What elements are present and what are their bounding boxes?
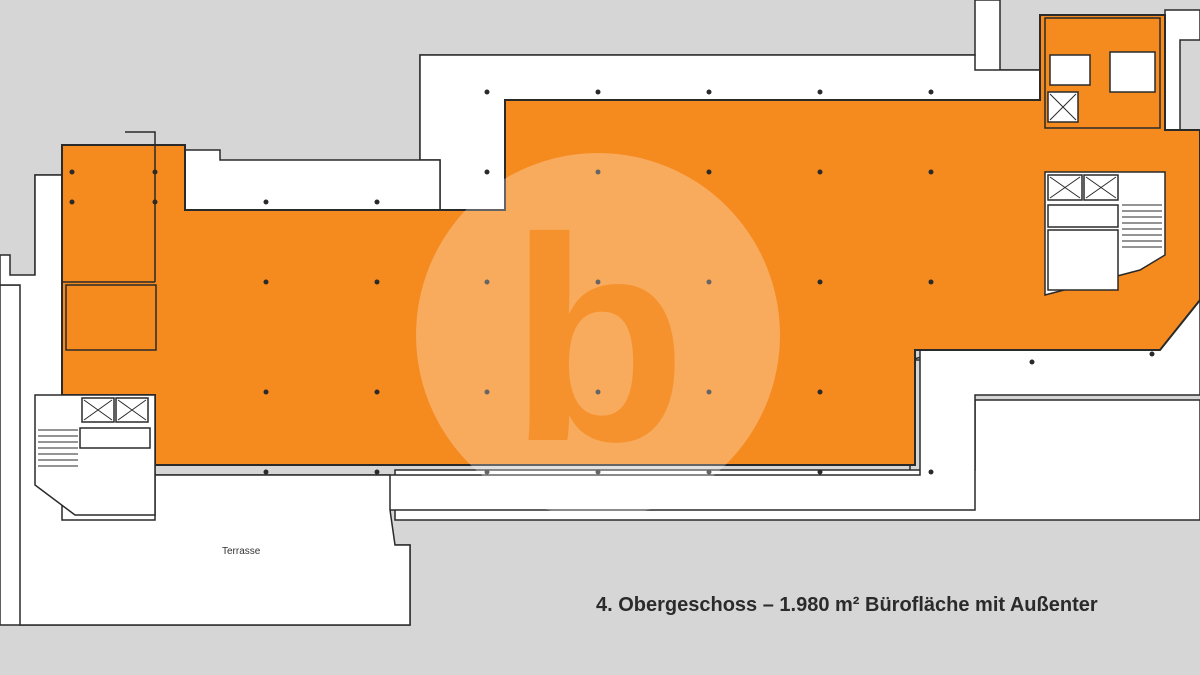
column — [374, 199, 380, 205]
column — [484, 169, 490, 175]
x-mark-top — [1049, 93, 1077, 121]
floor-caption: 4. Obergeschoss – 1.980 m² Bürofläche mi… — [596, 594, 1098, 616]
left-top-room — [125, 131, 156, 150]
right-upper-strip — [1164, 9, 1200, 131]
column — [817, 89, 823, 95]
column — [706, 389, 712, 395]
column — [484, 89, 490, 95]
column — [152, 199, 158, 205]
core-rooms — [34, 17, 1166, 516]
column — [263, 469, 269, 475]
watermark-logo: b — [416, 153, 780, 517]
elevator-marks — [83, 93, 1117, 421]
wc-cubicles-a — [1049, 54, 1091, 86]
column — [706, 279, 712, 285]
column — [817, 279, 823, 285]
x-mark-left-1 — [83, 399, 113, 421]
x-mark-right-1 — [1049, 176, 1081, 199]
x-mark-right-2 — [1085, 176, 1117, 199]
column — [706, 469, 712, 475]
left-wc-block — [65, 284, 157, 351]
column — [69, 169, 75, 175]
column — [263, 389, 269, 395]
left-balcony-top — [184, 149, 441, 211]
column — [928, 89, 934, 95]
right-room — [1047, 229, 1119, 291]
column — [595, 469, 601, 475]
column — [152, 169, 158, 175]
column — [1029, 359, 1035, 365]
column — [928, 279, 934, 285]
column — [69, 199, 75, 205]
column — [928, 469, 934, 475]
column — [1149, 351, 1155, 357]
column — [374, 279, 380, 285]
column — [484, 389, 490, 395]
right-corridor — [1047, 204, 1119, 228]
column — [595, 169, 601, 175]
left-corridor — [79, 427, 151, 449]
column — [263, 279, 269, 285]
column — [706, 89, 712, 95]
column — [484, 279, 490, 285]
logo-circle — [416, 153, 780, 517]
left-stair-core — [34, 394, 156, 516]
column — [817, 469, 823, 475]
column — [595, 279, 601, 285]
column — [263, 199, 269, 205]
column — [817, 169, 823, 175]
terrace-label: Terrasse — [222, 546, 261, 557]
column — [484, 469, 490, 475]
column — [374, 389, 380, 395]
column — [706, 169, 712, 175]
column — [817, 389, 823, 395]
columns — [69, 89, 1155, 475]
x-mark-left-2 — [117, 399, 147, 421]
wc-cubicles-b — [1109, 51, 1156, 93]
terrace-areas — [0, 0, 1200, 626]
logo-letter: b — [509, 178, 686, 502]
column — [595, 89, 601, 95]
column — [595, 389, 601, 395]
column — [928, 169, 934, 175]
right-stair-treads — [1122, 204, 1162, 248]
column — [374, 469, 380, 475]
left-stair-treads — [38, 429, 78, 467]
stair-treads — [38, 204, 1162, 467]
